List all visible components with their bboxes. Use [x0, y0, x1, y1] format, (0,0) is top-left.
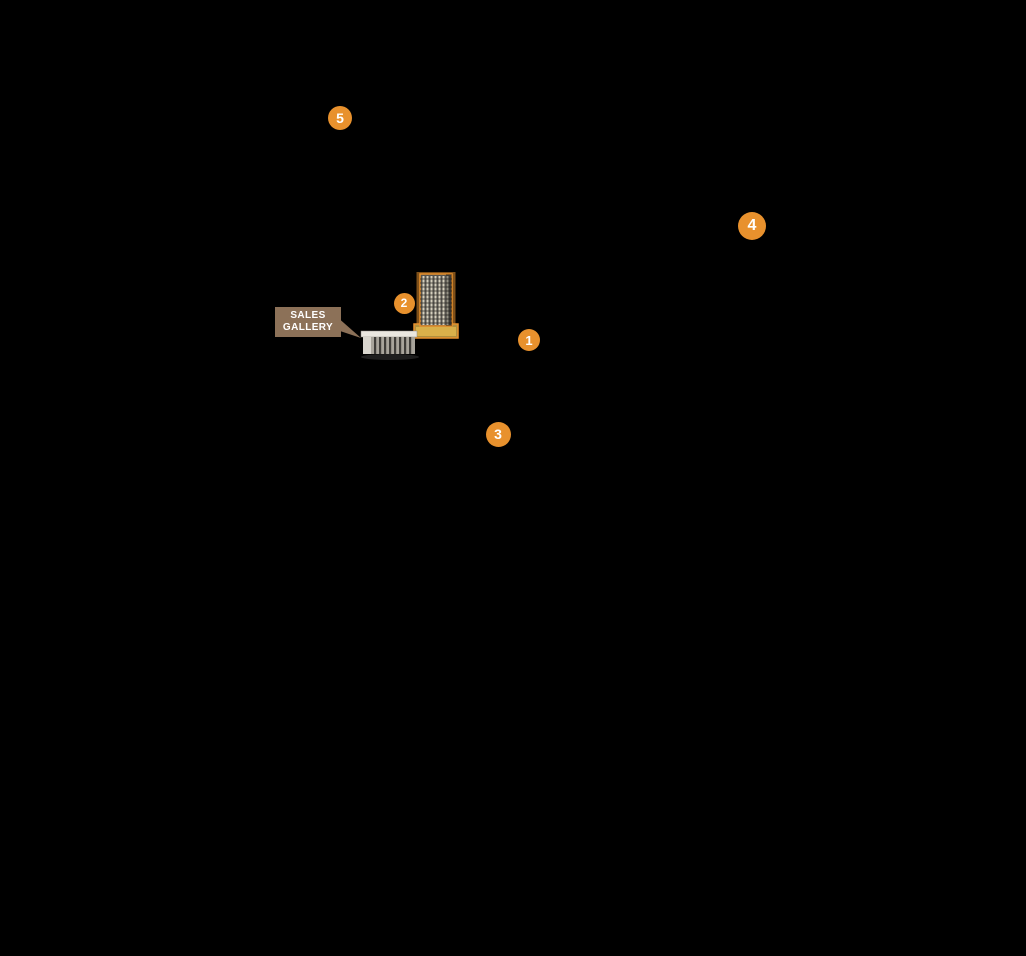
tower-window-stripes	[422, 276, 449, 325]
sales-gallery-pointer	[334, 316, 361, 338]
gallery-column-stripes	[374, 337, 412, 354]
tower-building-image	[413, 272, 459, 339]
sales-gallery-building-image	[360, 330, 419, 360]
gallery-roof	[360, 330, 418, 338]
tower-floor-lines	[420, 278, 452, 324]
map-marker-3[interactable]: 3	[485, 421, 511, 447]
map-marker-5[interactable]: 5	[328, 106, 352, 130]
tower-side-shade	[446, 274, 452, 326]
tower-podium-lit	[416, 327, 456, 336]
map-marker-1[interactable]: 1	[518, 329, 540, 351]
sales-gallery-label-line1: SALES	[290, 309, 326, 321]
sales-gallery-label-line2: GALLERY	[282, 322, 334, 333]
map-marker-2[interactable]: 2	[393, 292, 415, 314]
gallery-entrance	[363, 337, 371, 354]
gallery-shadow	[361, 354, 419, 360]
map-marker-4[interactable]: 4	[738, 212, 766, 240]
sales-gallery-label: SALES GALLERY	[275, 307, 341, 337]
